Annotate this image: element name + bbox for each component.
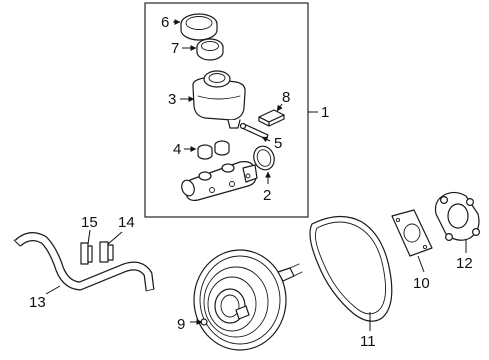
callout-10: 10	[413, 275, 430, 292]
o-ring-part	[253, 145, 275, 171]
callout-15: 15	[81, 214, 98, 231]
grommet-part	[197, 140, 230, 160]
vacuum-hose-part	[13, 232, 155, 292]
callout-5: 5	[274, 135, 282, 152]
callout-12: 12	[456, 255, 473, 272]
callout-6: 6	[161, 14, 169, 31]
reservoir-cap-part	[180, 13, 218, 41]
callout-4: 4	[173, 141, 181, 158]
callout-9: 9	[177, 316, 185, 333]
retaining-pin-part	[239, 122, 269, 140]
reservoir-part	[192, 70, 246, 129]
booster-gasket-part	[309, 215, 393, 322]
mounting-bracket-part	[434, 191, 481, 242]
hose-clip-part	[99, 241, 114, 263]
callout-7: 7	[171, 40, 179, 57]
reservoir-seal-part	[196, 38, 224, 61]
leader-lines	[45, 19, 467, 331]
assembly-frame	[144, 2, 309, 218]
callout-3: 3	[168, 91, 176, 108]
brake-booster-part	[193, 249, 303, 351]
mounting-gasket-part	[391, 209, 433, 257]
callout-14: 14	[118, 214, 135, 231]
callout-13: 13	[29, 294, 46, 311]
master-cylinder-part	[181, 161, 258, 201]
callout-11: 11	[360, 333, 376, 350]
level-sensor-part	[258, 109, 285, 127]
callout-labels: 1 2 3 4 5 6 7 8 9 10 11 12 13 14 15	[29, 14, 473, 350]
callout-2: 2	[263, 187, 271, 204]
callout-8: 8	[282, 89, 290, 106]
hose-clamp-part	[80, 242, 93, 265]
callout-1: 1	[321, 104, 329, 121]
